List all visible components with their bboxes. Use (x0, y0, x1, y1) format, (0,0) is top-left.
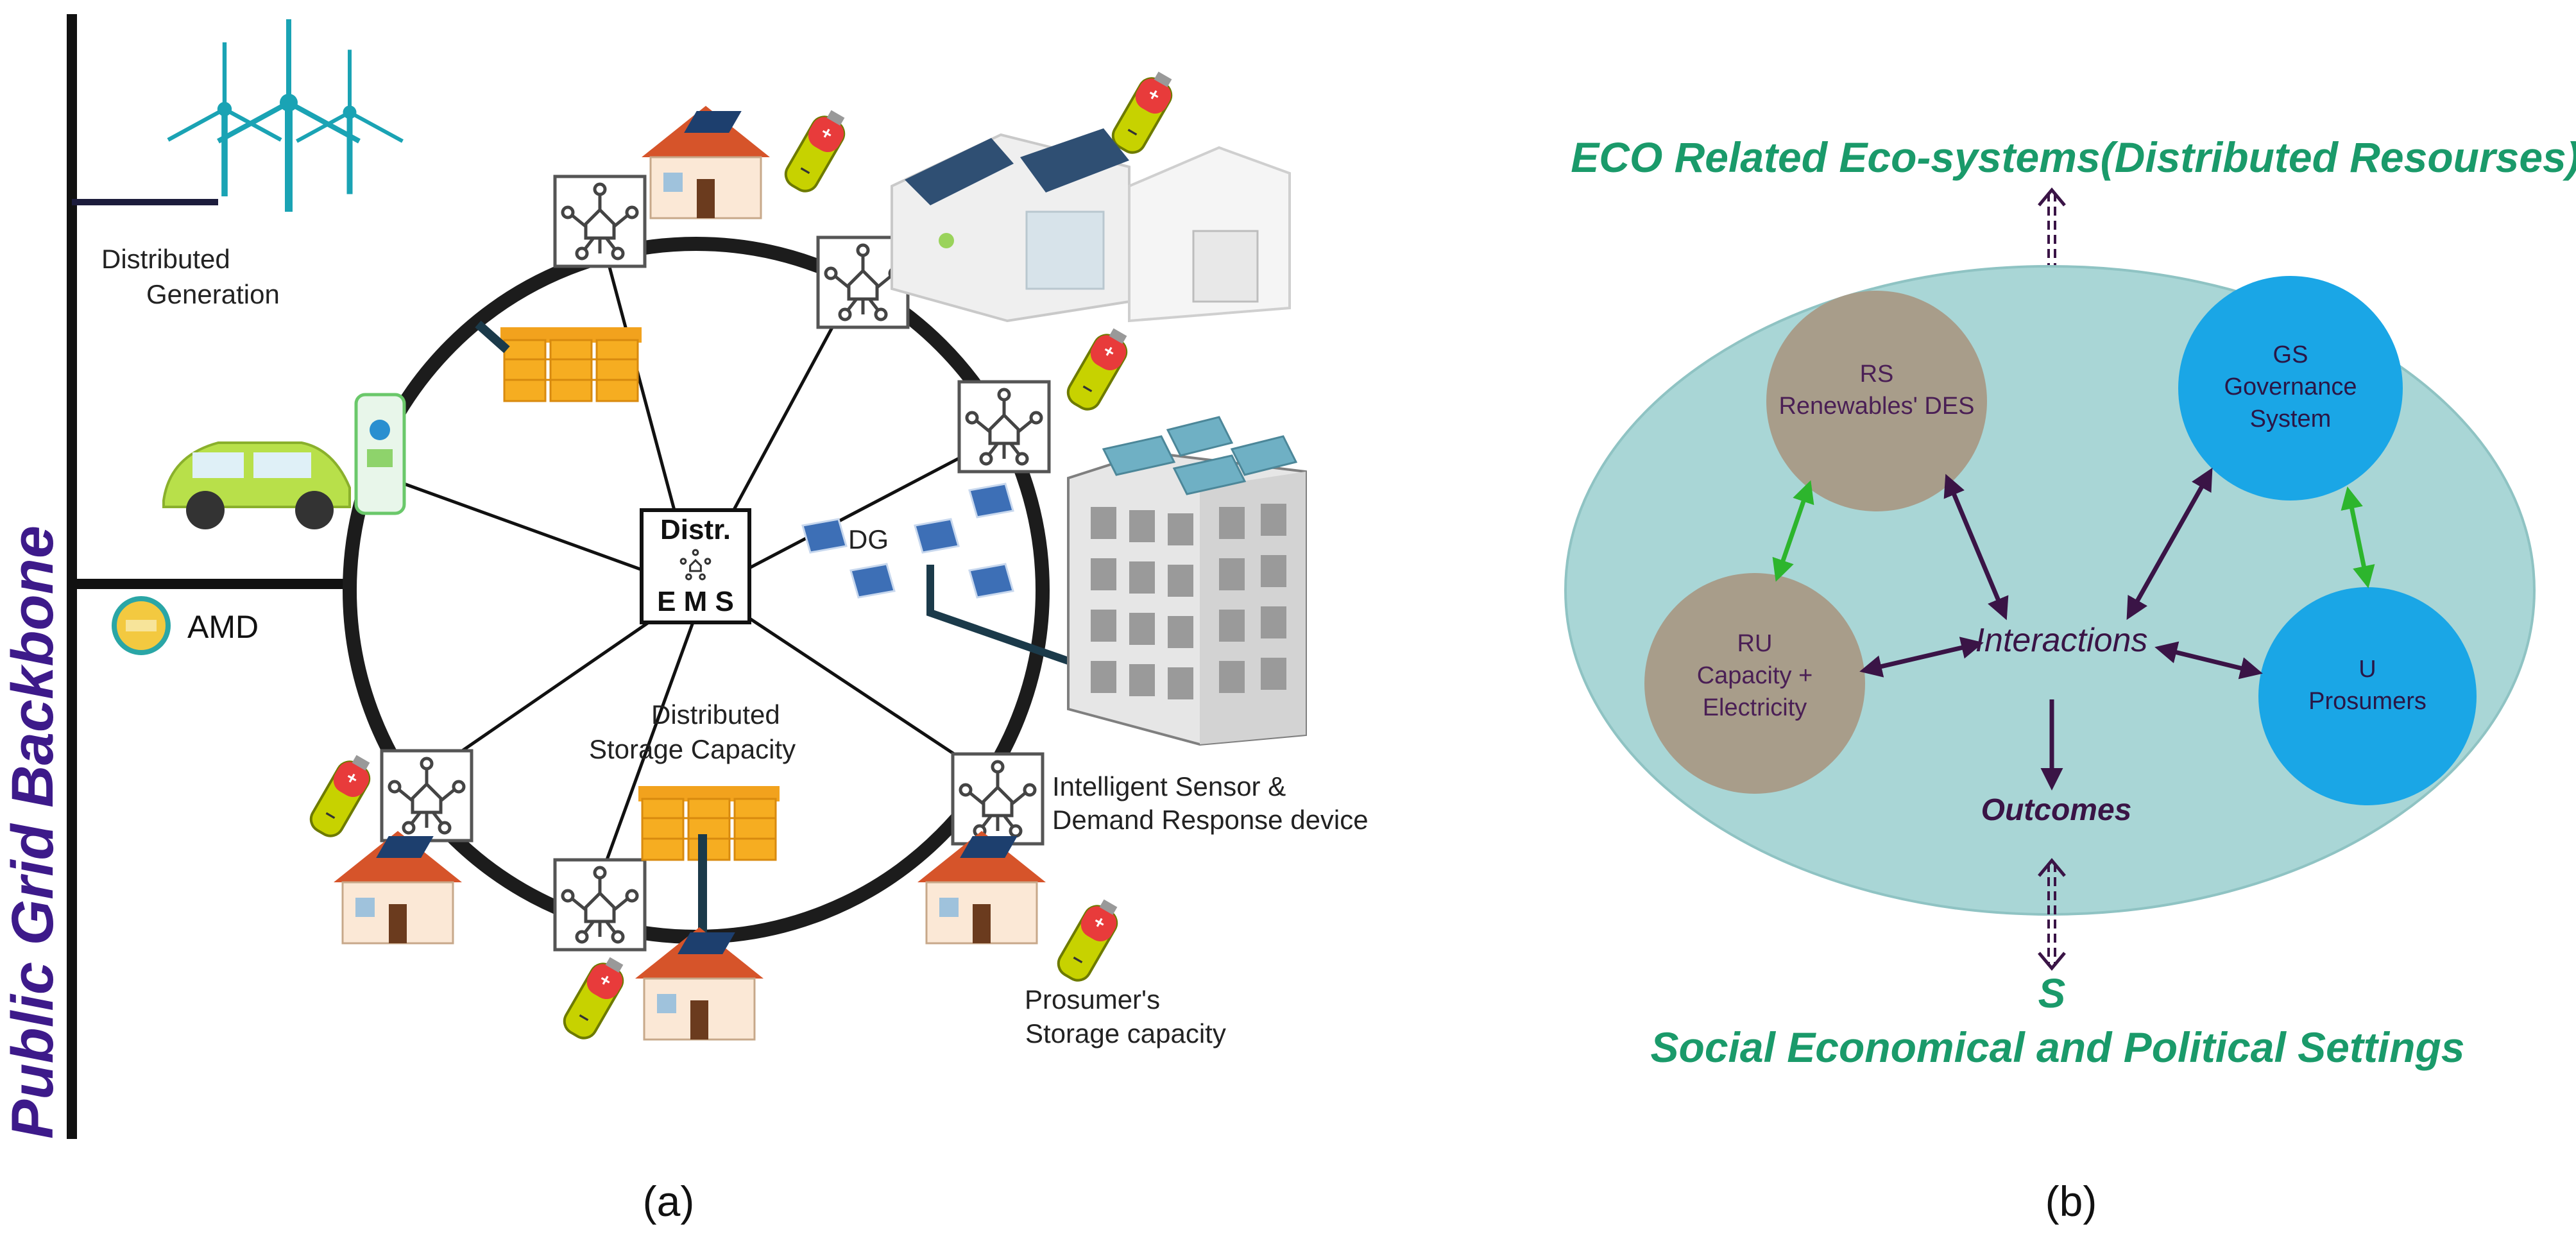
ems-label-1: Distr. (660, 514, 731, 545)
storage-bank-icon (499, 326, 643, 402)
arrow-ru-interactions (1859, 637, 1984, 678)
battery-icon (780, 104, 854, 197)
battery-icon (558, 951, 633, 1044)
battery-icon (1062, 322, 1136, 415)
ru-label-2: Capacity + (1697, 662, 1813, 689)
bottom-dashed-arrow (2038, 858, 2066, 971)
u-label-2: Prosumers (2308, 688, 2427, 715)
dg-label: DG (848, 524, 889, 554)
battery-icon (1052, 893, 1127, 986)
smart-node-icon (555, 176, 645, 266)
distributed-generation-label-2: Generation (146, 279, 280, 309)
panel-b-caption: (b) (2045, 1177, 2097, 1225)
office-building-icon (1067, 416, 1307, 746)
gs-circle (2178, 276, 2403, 501)
panel-b: ECO Related Eco-systems(Distributed Reso… (1564, 133, 2576, 1225)
panel-a-caption: (a) (643, 1177, 695, 1225)
battery-icon (1107, 65, 1181, 158)
outcomes-label: Outcomes (1981, 793, 2132, 827)
panel-a: Public Grid Backbone Distributed Generat… (0, 14, 1369, 1225)
amd-meter-icon (112, 596, 171, 655)
backbone-label: Public Grid Backbone (0, 526, 65, 1139)
ems-box: Distr. E M S (640, 508, 751, 624)
gs-label-1: GS (2273, 341, 2308, 368)
ru-circle (1644, 573, 1865, 794)
ems-network-icon (679, 549, 712, 581)
dg-solar-panels (801, 483, 1014, 599)
smart-node-icon (382, 751, 472, 841)
house-icon (332, 830, 463, 945)
gs-label-2: Governance (2224, 373, 2357, 400)
ev-charger-icon (354, 393, 406, 515)
prosumer-storage-label-1: Prosumer's (1025, 984, 1160, 1014)
ru-label-1: RU (1737, 630, 1773, 657)
interaction-arrows (1859, 467, 2263, 791)
ems-label-2: E M S (657, 586, 734, 617)
rs-label-2: Renewables' DES (1778, 393, 1974, 420)
arrow-gs-interactions (2126, 467, 2213, 620)
social-settings-title: Social Economical and Political Settings (1651, 1023, 2465, 1071)
distributed-storage-label-2: Storage Capacity (589, 734, 796, 764)
gs-label-3: System (2250, 406, 2332, 432)
rs-label-1: RS (1860, 361, 1894, 388)
prosumer-storage-label-2: Storage capacity (1025, 1018, 1226, 1048)
eco-systems-title: ECO Related Eco-systems(Distributed Reso… (1571, 133, 2576, 181)
arrow-u-interactions (2154, 641, 2263, 680)
smart-node-icon (555, 860, 645, 950)
smart-node-icon (953, 754, 1043, 844)
arrow-rs-interactions (1943, 474, 2009, 620)
distributed-generation-label-1: Distributed (101, 244, 230, 274)
house-icon (640, 105, 771, 219)
amd-label: AMD (187, 609, 259, 645)
arrow-rs-ru (1772, 480, 1814, 582)
arrow-gs-u (2341, 486, 2375, 588)
dg-feeder-line (926, 565, 1070, 665)
distributed-storage-label-1: Distributed (651, 699, 780, 730)
interactions-label: Interactions (1975, 622, 2148, 659)
sensor-label-1: Intelligent Sensor & (1052, 771, 1286, 801)
u-label-1: U (2358, 656, 2376, 683)
ru-label-3: Electricity (1703, 694, 1807, 721)
u-circle (2258, 587, 2477, 805)
storage-feeder-line (475, 320, 510, 354)
storage-bank-icon (637, 785, 781, 861)
wind-turbine-icon (168, 19, 403, 212)
modern-building-icon (891, 128, 1291, 323)
ev-car-icon (162, 441, 351, 529)
s-label: S (2038, 970, 2066, 1016)
rs-circle (1766, 291, 1987, 511)
smart-node-icon (959, 382, 1049, 472)
sensor-label-2: Demand Response device (1052, 805, 1369, 835)
battery-icon (305, 749, 379, 842)
house-icon (634, 926, 765, 1041)
